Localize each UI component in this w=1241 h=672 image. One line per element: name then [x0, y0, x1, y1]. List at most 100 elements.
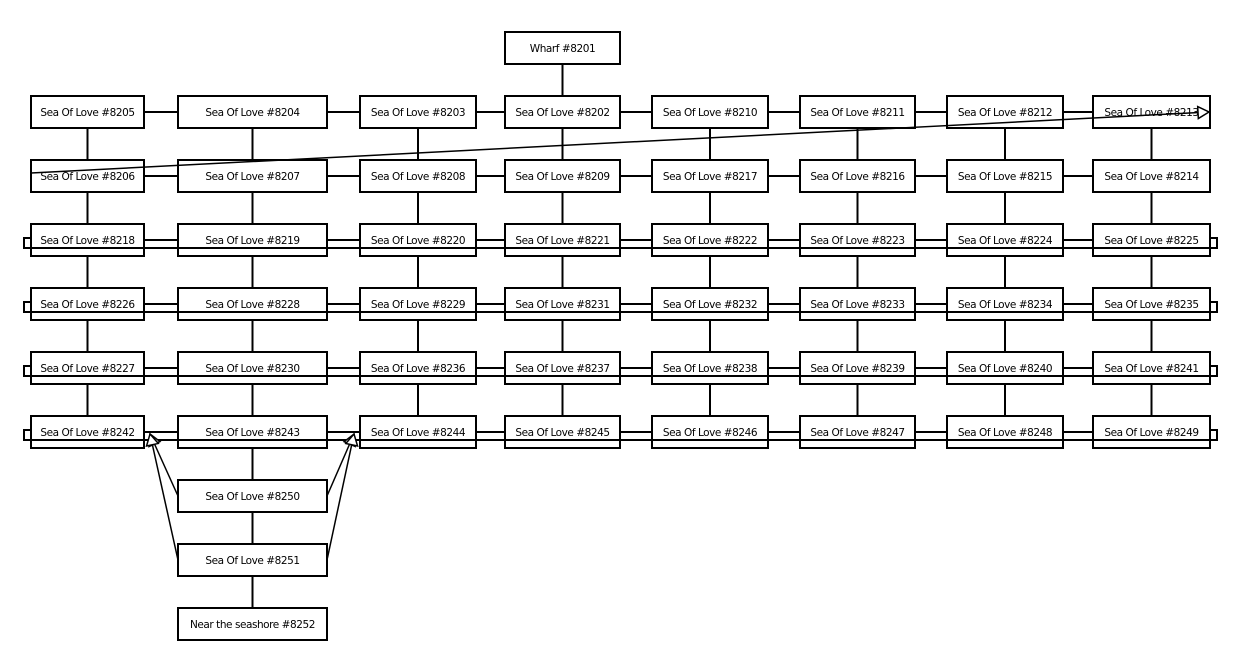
node-8207[interactable]: Sea Of Love #8207 [177, 159, 328, 193]
node-8218[interactable]: Sea Of Love #8218 [30, 223, 145, 257]
node-8230[interactable]: Sea Of Love #8230 [177, 351, 328, 385]
node-box[interactable] [177, 223, 328, 257]
node-8216[interactable]: Sea Of Love #8216 [799, 159, 916, 193]
node-box[interactable] [177, 95, 328, 129]
node-8240[interactable]: Sea Of Love #8240 [946, 351, 1064, 385]
node-box[interactable] [359, 223, 477, 257]
node-box[interactable] [359, 287, 477, 321]
node-box[interactable] [651, 223, 769, 257]
node-box[interactable] [651, 351, 769, 385]
node-box[interactable] [504, 287, 621, 321]
node-box[interactable] [504, 415, 621, 449]
node-box[interactable] [946, 287, 1064, 321]
node-box[interactable] [651, 95, 769, 129]
node-box[interactable] [30, 287, 145, 321]
node-8201[interactable]: Wharf #8201 [504, 31, 621, 65]
node-8223[interactable]: Sea Of Love #8223 [799, 223, 916, 257]
node-box[interactable] [359, 95, 477, 129]
node-box[interactable] [504, 159, 621, 193]
node-8221[interactable]: Sea Of Love #8221 [504, 223, 621, 257]
node-box[interactable] [1092, 223, 1211, 257]
node-8209[interactable]: Sea Of Love #8209 [504, 159, 621, 193]
node-box[interactable] [651, 159, 769, 193]
node-8227[interactable]: Sea Of Love #8227 [30, 351, 145, 385]
node-8233[interactable]: Sea Of Love #8233 [799, 287, 916, 321]
node-8231[interactable]: Sea Of Love #8231 [504, 287, 621, 321]
node-box[interactable] [946, 351, 1064, 385]
node-8243[interactable]: Sea Of Love #8243 [177, 415, 328, 449]
node-box[interactable] [30, 159, 145, 193]
node-8211[interactable]: Sea Of Love #8211 [799, 95, 916, 129]
node-box[interactable] [504, 31, 621, 65]
node-box[interactable] [799, 415, 916, 449]
node-8245[interactable]: Sea Of Love #8245 [504, 415, 621, 449]
node-8224[interactable]: Sea Of Love #8224 [946, 223, 1064, 257]
node-box[interactable] [946, 159, 1064, 193]
node-box[interactable] [504, 351, 621, 385]
node-8202[interactable]: Sea Of Love #8202 [504, 95, 621, 129]
node-box[interactable] [946, 415, 1064, 449]
node-box[interactable] [359, 159, 477, 193]
node-8232[interactable]: Sea Of Love #8232 [651, 287, 769, 321]
node-8219[interactable]: Sea Of Love #8219 [177, 223, 328, 257]
node-8247[interactable]: Sea Of Love #8247 [799, 415, 916, 449]
node-box[interactable] [177, 351, 328, 385]
node-8246[interactable]: Sea Of Love #8246 [651, 415, 769, 449]
node-box[interactable] [651, 415, 769, 449]
node-box[interactable] [946, 223, 1064, 257]
node-8229[interactable]: Sea Of Love #8229 [359, 287, 477, 321]
node-box[interactable] [799, 95, 916, 129]
node-8238[interactable]: Sea Of Love #8238 [651, 351, 769, 385]
node-8215[interactable]: Sea Of Love #8215 [946, 159, 1064, 193]
node-8252[interactable]: Near the seashore #8252 [177, 607, 328, 641]
node-box[interactable] [799, 287, 916, 321]
node-8239[interactable]: Sea Of Love #8239 [799, 351, 916, 385]
node-box[interactable] [177, 415, 328, 449]
node-box[interactable] [799, 159, 916, 193]
node-8206[interactable]: Sea Of Love #8206 [30, 159, 145, 193]
node-8228[interactable]: Sea Of Love #8228 [177, 287, 328, 321]
node-8222[interactable]: Sea Of Love #8222 [651, 223, 769, 257]
node-8213[interactable]: Sea Of Love #8213 [1092, 95, 1211, 129]
node-box[interactable] [1092, 287, 1211, 321]
node-8203[interactable]: Sea Of Love #8203 [359, 95, 477, 129]
node-box[interactable] [799, 223, 916, 257]
node-8210[interactable]: Sea Of Love #8210 [651, 95, 769, 129]
node-8242[interactable]: Sea Of Love #8242 [30, 415, 145, 449]
node-box[interactable] [651, 287, 769, 321]
node-8250[interactable]: Sea Of Love #8250 [177, 479, 328, 513]
node-8208[interactable]: Sea Of Love #8208 [359, 159, 477, 193]
node-box[interactable] [30, 223, 145, 257]
node-box[interactable] [30, 95, 145, 129]
node-8225[interactable]: Sea Of Love #8225 [1092, 223, 1211, 257]
node-box[interactable] [1092, 415, 1211, 449]
node-box[interactable] [504, 95, 621, 129]
node-box[interactable] [504, 223, 621, 257]
node-box[interactable] [1092, 159, 1211, 193]
node-8237[interactable]: Sea Of Love #8237 [504, 351, 621, 385]
node-8205[interactable]: Sea Of Love #8205 [30, 95, 145, 129]
node-box[interactable] [30, 415, 145, 449]
node-8220[interactable]: Sea Of Love #8220 [359, 223, 477, 257]
node-8236[interactable]: Sea Of Love #8236 [359, 351, 477, 385]
node-8248[interactable]: Sea Of Love #8248 [946, 415, 1064, 449]
node-box[interactable] [177, 159, 328, 193]
node-box[interactable] [177, 287, 328, 321]
node-box[interactable] [799, 351, 916, 385]
node-8235[interactable]: Sea Of Love #8235 [1092, 287, 1211, 321]
node-box[interactable] [1092, 351, 1211, 385]
node-8217[interactable]: Sea Of Love #8217 [651, 159, 769, 193]
node-8214[interactable]: Sea Of Love #8214 [1092, 159, 1211, 193]
node-8241[interactable]: Sea Of Love #8241 [1092, 351, 1211, 385]
node-8226[interactable]: Sea Of Love #8226 [30, 287, 145, 321]
node-8204[interactable]: Sea Of Love #8204 [177, 95, 328, 129]
node-8244[interactable]: Sea Of Love #8244 [359, 415, 477, 449]
node-box[interactable] [30, 351, 145, 385]
node-box[interactable] [359, 351, 477, 385]
node-box[interactable] [177, 543, 328, 577]
node-8251[interactable]: Sea Of Love #8251 [177, 543, 328, 577]
node-box[interactable] [1092, 95, 1211, 129]
node-box[interactable] [177, 607, 328, 641]
node-box[interactable] [359, 415, 477, 449]
node-8249[interactable]: Sea Of Love #8249 [1092, 415, 1211, 449]
